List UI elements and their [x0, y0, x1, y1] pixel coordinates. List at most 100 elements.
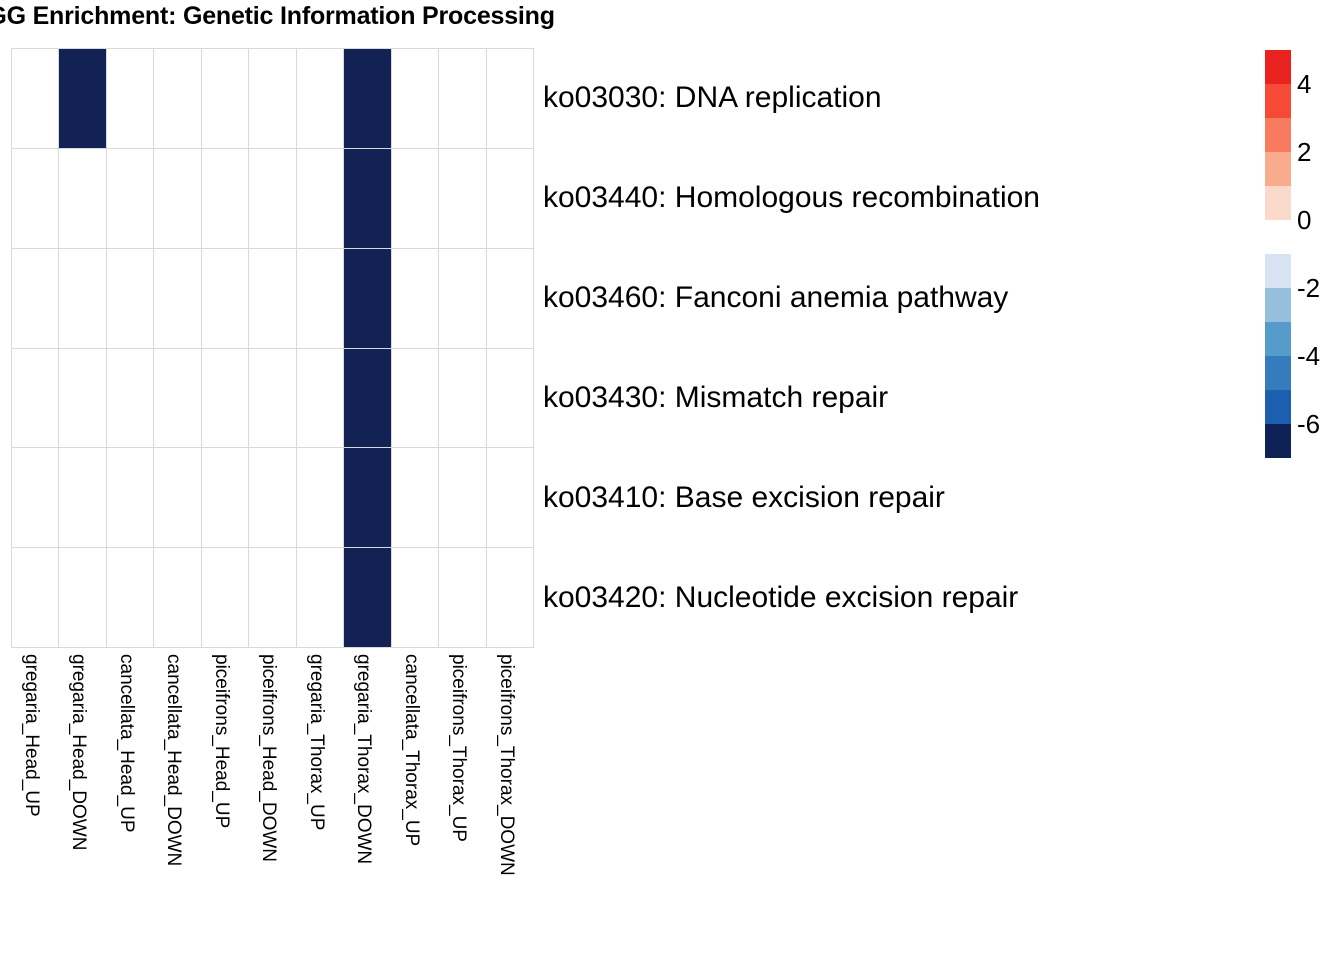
column-label-slot: piceifrons_Head_UP: [201, 650, 249, 950]
colorbar-block: [1265, 220, 1291, 254]
heatmap-cell: [344, 248, 391, 348]
heatmap-cell: [296, 448, 344, 548]
heatmap-cell: [296, 49, 344, 148]
colorbar-block: [1265, 356, 1291, 390]
column-label-slot: gregaria_Thorax_DOWN: [344, 650, 392, 950]
column-label-slot: piceifrons_Thorax_DOWN: [486, 650, 534, 950]
page-title: KEGG Enrichment: Genetic Information Pro…: [0, 2, 555, 30]
colorbar-block: [1265, 254, 1291, 288]
row-label: ko03420: Nucleotide excision repair: [543, 581, 1019, 614]
heatmap-cell: [439, 248, 486, 348]
heatmap-cell: [154, 548, 201, 647]
heatmap-cell: [154, 248, 201, 348]
column-label: gregaria_Head_UP: [20, 654, 42, 817]
row-label: ko03410: Base excision repair: [543, 481, 945, 514]
column-label: piceifrons_Thorax_DOWN: [495, 654, 517, 876]
colorbar-block: [1265, 118, 1291, 152]
heatmap-grid: [11, 48, 534, 648]
heatmap-cell: [391, 548, 439, 647]
heatmap-cell: [391, 348, 439, 448]
heatmap-cell: [154, 348, 201, 448]
heatmap-cell: [344, 348, 391, 448]
column-label: piceifrons_Head_UP: [210, 654, 232, 829]
colorbar-tick: -6: [1297, 409, 1321, 439]
heatmap-cell: [439, 49, 486, 148]
colorbar-tick: -4: [1297, 341, 1321, 371]
heatmap-cell: [201, 148, 249, 248]
heatmap-cell: [296, 248, 344, 348]
heatmap-column-labels: gregaria_Head_UP gregaria_Head_DOWN cancel…: [11, 650, 534, 950]
column-label: gregaria_Thorax_UP: [305, 654, 327, 831]
heatmap-cell: [296, 548, 344, 647]
heatmap-cell: [391, 148, 439, 248]
column-label: piceifrons_Thorax_UP: [448, 654, 470, 842]
heatmap-cell: [12, 248, 59, 348]
colorbar-block: [1265, 424, 1291, 458]
heatmap-cell: [344, 448, 391, 548]
heatmap-cell: [439, 148, 486, 248]
column-label: gregaria_Head_DOWN: [68, 654, 90, 851]
colorbar-block: [1265, 50, 1291, 84]
heatmap-cell: [344, 548, 391, 647]
heatmap-cell: [249, 248, 296, 348]
heatmap-cell: [486, 148, 533, 248]
heatmap-cell: [59, 548, 106, 647]
heatmap-cell: [12, 348, 59, 448]
column-label-slot: piceifrons_Thorax_UP: [439, 650, 487, 950]
heatmap-cell: [296, 148, 344, 248]
colorbar-tick: 2: [1297, 137, 1312, 167]
colorbar-block: [1265, 390, 1291, 424]
heatmap-cell: [106, 348, 154, 448]
heatmap-cell: [249, 49, 296, 148]
heatmap-cell: [201, 348, 249, 448]
heatmap-cell: [106, 49, 154, 148]
heatmap-cell: [106, 448, 154, 548]
heatmap-cell: [106, 548, 154, 647]
heatmap-cell: [12, 448, 59, 548]
column-label: cancellata_Head_DOWN: [163, 654, 185, 867]
column-label-slot: piceifrons_Head_DOWN: [249, 650, 297, 950]
heatmap-cell: [59, 148, 106, 248]
heatmap-cell: [391, 248, 439, 348]
heatmap-cell: [249, 548, 296, 647]
heatmap-cell: [106, 148, 154, 248]
row-label: ko03030: DNA replication: [543, 81, 882, 114]
column-label-slot: cancellata_Head_DOWN: [154, 650, 202, 950]
heatmap-cell: [154, 448, 201, 548]
heatmap-cell: [486, 348, 533, 448]
heatmap-cell: [344, 148, 391, 248]
colorbar-tick: 4: [1297, 69, 1312, 99]
heatmap-cell: [486, 548, 533, 647]
column-label-slot: cancellata_Thorax_UP: [391, 650, 439, 950]
colorbar-block: [1265, 322, 1291, 356]
heatmap-cell: [486, 248, 533, 348]
row-label: ko03460: Fanconi anemia pathway: [543, 281, 1009, 314]
column-label: cancellata_Thorax_UP: [400, 654, 422, 847]
heatmap-cell: [296, 348, 344, 448]
heatmap-cell: [59, 448, 106, 548]
column-label: cancellata_Head_UP: [115, 654, 137, 833]
heatmap-cell: [12, 548, 59, 647]
colorbar-block: [1265, 288, 1291, 322]
heatmap-cell: [12, 148, 59, 248]
heatmap-cell: [201, 49, 249, 148]
heatmap-cell: [486, 49, 533, 148]
column-label-slot: gregaria_Head_DOWN: [59, 650, 107, 950]
column-label-slot: gregaria_Thorax_UP: [296, 650, 344, 950]
heatmap-cell: [154, 49, 201, 148]
heatmap-cell: [391, 448, 439, 548]
heatmap-cell: [106, 248, 154, 348]
heatmap-cell: [12, 49, 59, 148]
colorbar-gradient: [1265, 50, 1291, 458]
heatmap-cell: [344, 49, 391, 148]
colorbar-tick: 0: [1297, 205, 1312, 235]
heatmap-cell: [249, 448, 296, 548]
heatmap-cell: [439, 348, 486, 448]
heatmap-cell: [439, 448, 486, 548]
heatmap-cell: [59, 348, 106, 448]
colorbar-block: [1265, 152, 1291, 186]
column-label-slot: cancellata_Head_UP: [106, 650, 154, 950]
heatmap-cell: [59, 248, 106, 348]
